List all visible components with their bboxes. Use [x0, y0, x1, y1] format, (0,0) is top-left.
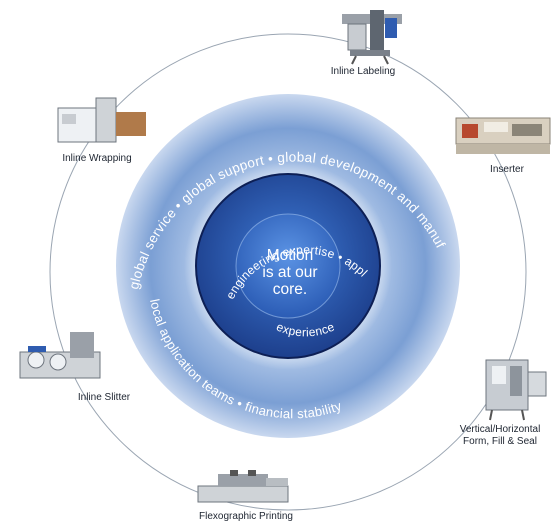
inserter-icon	[455, 117, 551, 154]
core-text-line3: core.	[273, 281, 307, 298]
inner-ring-bottom-text: experience	[274, 320, 336, 340]
vffs-label-line1: Vertical/Horizontal	[460, 424, 541, 435]
orbit-ring	[49, 33, 527, 511]
core-circle	[236, 214, 340, 318]
vffs-icon	[485, 359, 547, 421]
core-text-line1: Motion	[267, 247, 314, 264]
machine-inserter: Inserter	[455, 117, 551, 175]
inline-wrapping-icon	[57, 97, 146, 143]
flexographic-icon	[197, 470, 289, 503]
inline-slitter-label: Inline Slitter	[78, 392, 131, 403]
inline-wrapping-label: Inline Wrapping	[62, 153, 131, 164]
inner-ring-bottom-path: experience	[274, 320, 336, 340]
machine-inline-labeling: Inline Labeling	[331, 10, 402, 77]
machine-inline-slitter: Inline Slitter	[19, 332, 131, 403]
inline-labeling-label: Inline Labeling	[331, 66, 396, 77]
core-edge	[235, 213, 341, 319]
inline-labeling-icon	[342, 10, 402, 65]
inserter-label: Inserter	[490, 164, 525, 175]
machine-flexographic: Flexographic Printing	[197, 470, 293, 522]
machine-inline-wrapping: Inline Wrapping	[57, 97, 146, 164]
flexographic-label: Flexographic Printing	[199, 511, 293, 522]
core-text-line2: is at our	[262, 264, 317, 281]
inline-slitter-icon	[19, 332, 101, 379]
vffs-label-line2: Form, Fill & Seal	[463, 436, 537, 447]
machine-vffs: Vertical/Horizontal Form, Fill & Seal	[460, 359, 547, 447]
